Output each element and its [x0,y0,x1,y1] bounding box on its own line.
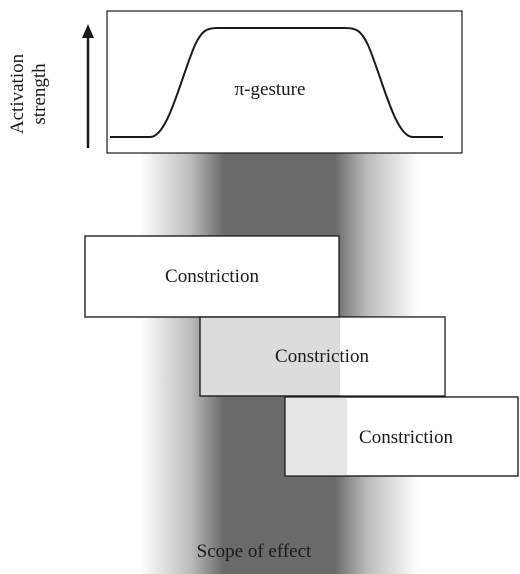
y-axis-label: Activation strength [7,53,50,134]
activation-curve [110,27,443,138]
y-axis-label-line1: Activation [7,53,28,134]
constriction-box-2-outline [199,316,446,397]
pi-gesture-label: π-gesture [235,79,306,100]
y-axis-label-line2: strength [29,63,50,125]
constriction-label-3: Constriction [359,427,453,448]
y-axis-arrow-head [82,24,94,38]
constriction-label-1: Constriction [165,266,259,287]
constriction-box-1-band-tint [200,236,339,317]
constriction-box-2-outside-band [340,317,445,396]
scope-of-effect-label: Scope of effect [197,541,312,562]
constriction-label-2: Constriction [275,346,369,367]
constriction-box-3-band-tint [285,397,347,476]
constriction-box-3-outline [284,396,519,477]
